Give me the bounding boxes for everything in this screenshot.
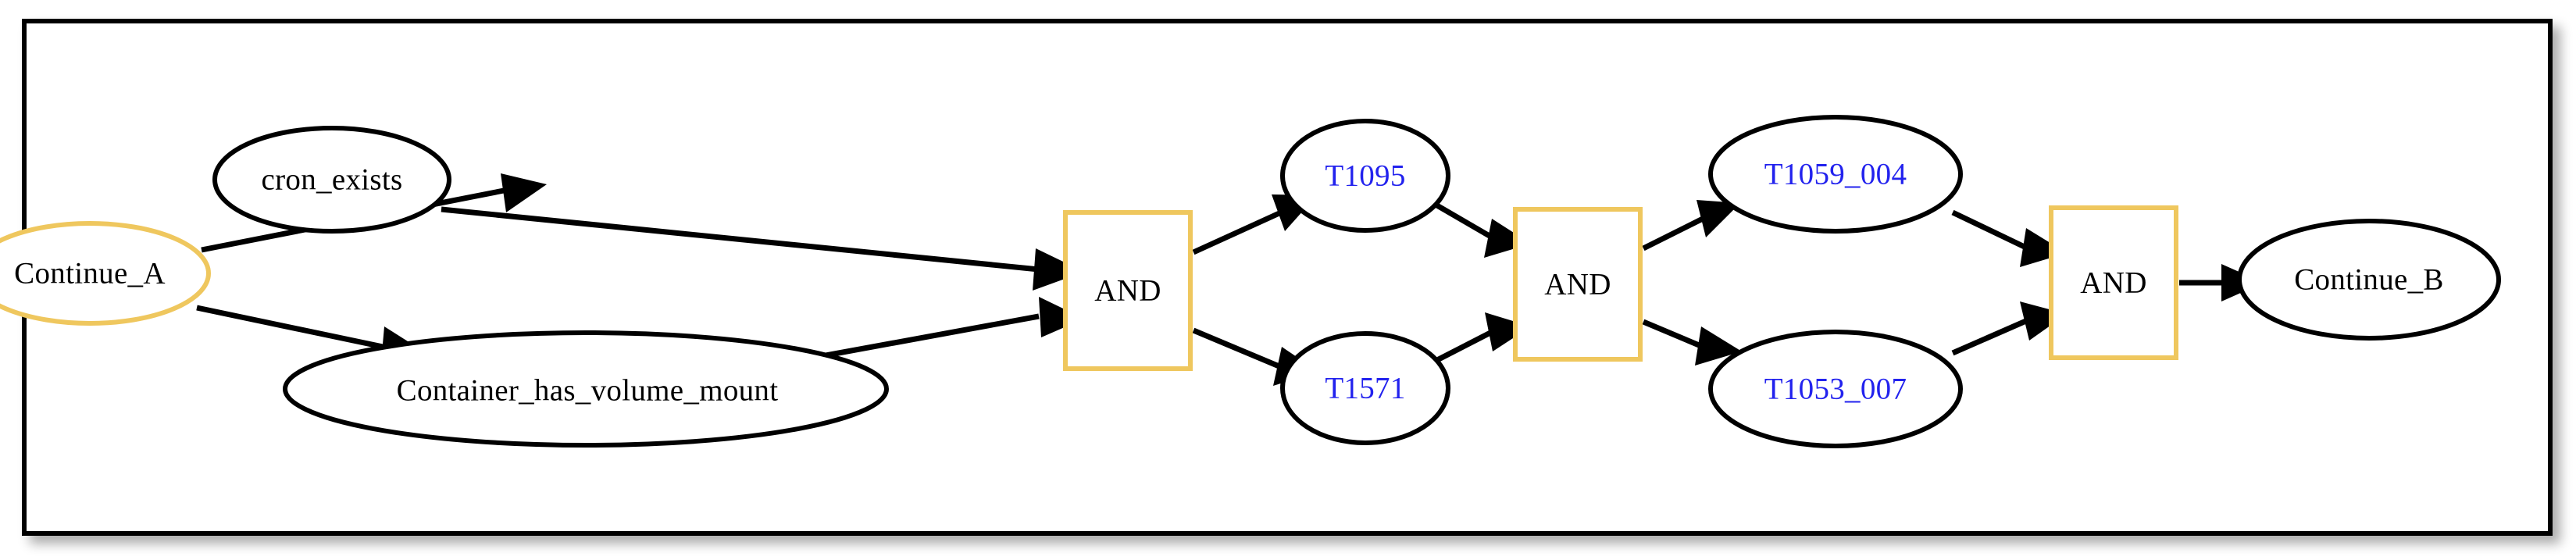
node-label-continue-a[interactable]: Continue_A — [14, 256, 166, 291]
node-label-continue-b[interactable]: Continue_B — [2294, 262, 2444, 297]
node-label-and-3[interactable]: AND — [2080, 266, 2147, 300]
node-label-t1571[interactable]: T1571 — [1325, 371, 1406, 405]
node-label-and-2[interactable]: AND — [1544, 267, 1611, 301]
node-label-t1059-004[interactable]: T1059_004 — [1764, 157, 1907, 191]
node-label-cron-exists[interactable]: cron_exists — [261, 162, 403, 197]
node-label-t1053-007[interactable]: T1053_007 — [1764, 372, 1907, 406]
node-label-t1095[interactable]: T1095 — [1325, 159, 1406, 193]
node-label-container[interactable]: Container_has_volume_mount — [396, 373, 779, 408]
node-label-and-1[interactable]: AND — [1094, 273, 1161, 308]
